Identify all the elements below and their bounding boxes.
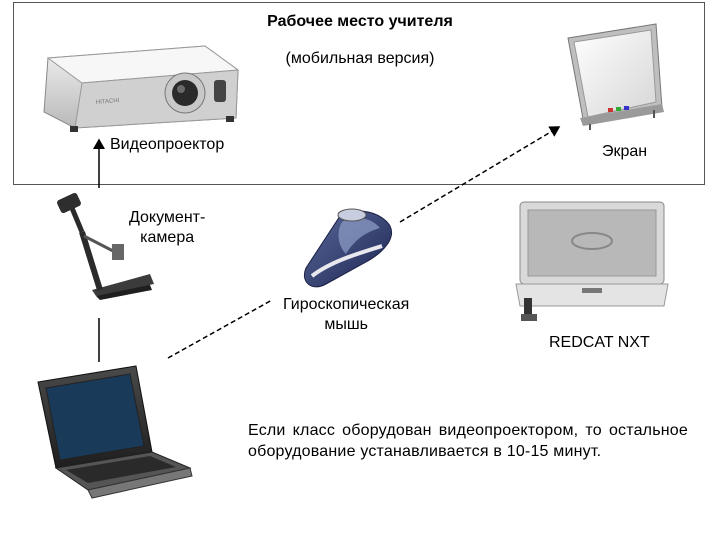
- projector-label: Видеопроектор: [110, 135, 224, 155]
- document-camera-label-line1: Документ-: [129, 208, 205, 228]
- gyro-mouse-label-line2: мышь: [283, 315, 409, 335]
- screen-image: [568, 24, 664, 130]
- page-title: Рабочее место учителя: [0, 12, 720, 32]
- laptop-image: [38, 366, 192, 498]
- redcat-label: REDCAT NXT: [549, 333, 650, 353]
- setup-note: Если класс оборудован видеопроектором, т…: [248, 420, 688, 462]
- screen-label: Экран: [602, 142, 647, 162]
- gyro-mouse-label: Гироскопическая мышь: [283, 295, 409, 335]
- gyro-mouse-image: [304, 209, 391, 287]
- redcat-image: [516, 202, 668, 321]
- document-camera-label: Документ- камера: [129, 208, 205, 248]
- connector-laptop-to-mouse: [168, 300, 272, 358]
- page-subtitle: (мобильная версия): [0, 49, 720, 69]
- gyro-mouse-label-line1: Гироскопическая: [283, 295, 409, 315]
- document-camera-label-line2: камера: [129, 228, 205, 248]
